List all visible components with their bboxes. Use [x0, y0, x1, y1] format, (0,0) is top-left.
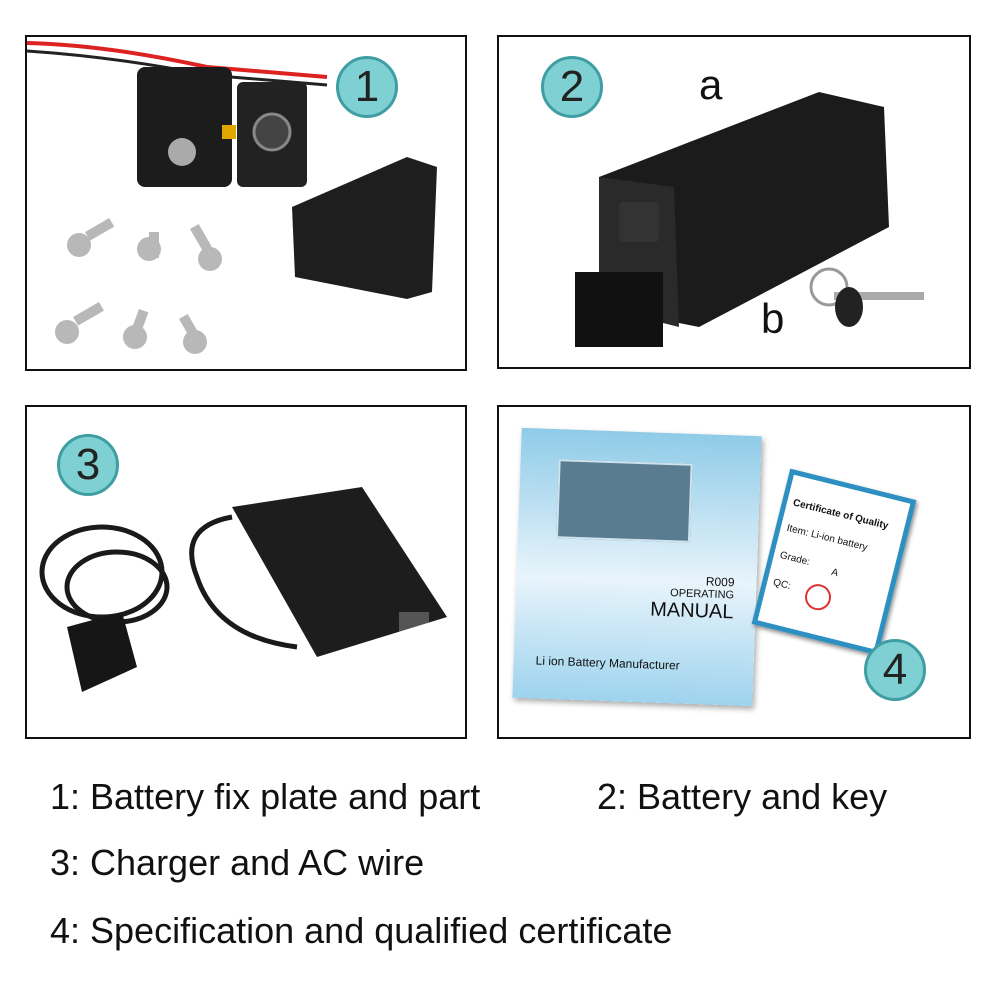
certificate-grade: A — [830, 566, 840, 580]
certificate-qc-label: QC: — [771, 577, 792, 593]
number-badge-2: 2 — [541, 56, 603, 118]
panel-manual: R009 OPERATING MANUAL Li ion Battery Man… — [497, 405, 971, 739]
certificate-item: Item: Li-ion battery — [785, 522, 869, 554]
quality-certificate: Certificate of Quality Item: Li-ion batt… — [751, 468, 917, 656]
qc-stamp — [802, 581, 834, 613]
manual-model: R009 — [705, 574, 735, 590]
caption-3: 3: Charger and AC wire — [50, 842, 425, 883]
label-a: a — [699, 61, 723, 108]
caption-2: 2: Battery and key — [597, 776, 888, 817]
charger-image — [39, 487, 447, 692]
number-badge-4: 4 — [864, 639, 926, 701]
battery-image — [575, 92, 924, 347]
fix-plate-image — [27, 41, 437, 354]
manual-footer: Li ion Battery Manufacturer — [535, 653, 680, 673]
operating-manual: R009 OPERATING MANUAL Li ion Battery Man… — [512, 427, 762, 707]
certificate-grade-label: Grade: — [778, 549, 812, 568]
panel-charger: 3 — [25, 405, 467, 739]
panel-battery: 2 a b — [497, 35, 971, 369]
panel-fix-plate: 1 — [25, 35, 467, 371]
number-badge-3: 3 — [57, 434, 119, 496]
caption-4: 4: Specification and qualified certifica… — [50, 910, 673, 951]
manual-line2: MANUAL — [649, 598, 734, 624]
label-b: b — [761, 295, 785, 342]
number-badge-1: 1 — [336, 56, 398, 118]
caption-1: 1: Battery fix plate and part — [50, 776, 481, 817]
